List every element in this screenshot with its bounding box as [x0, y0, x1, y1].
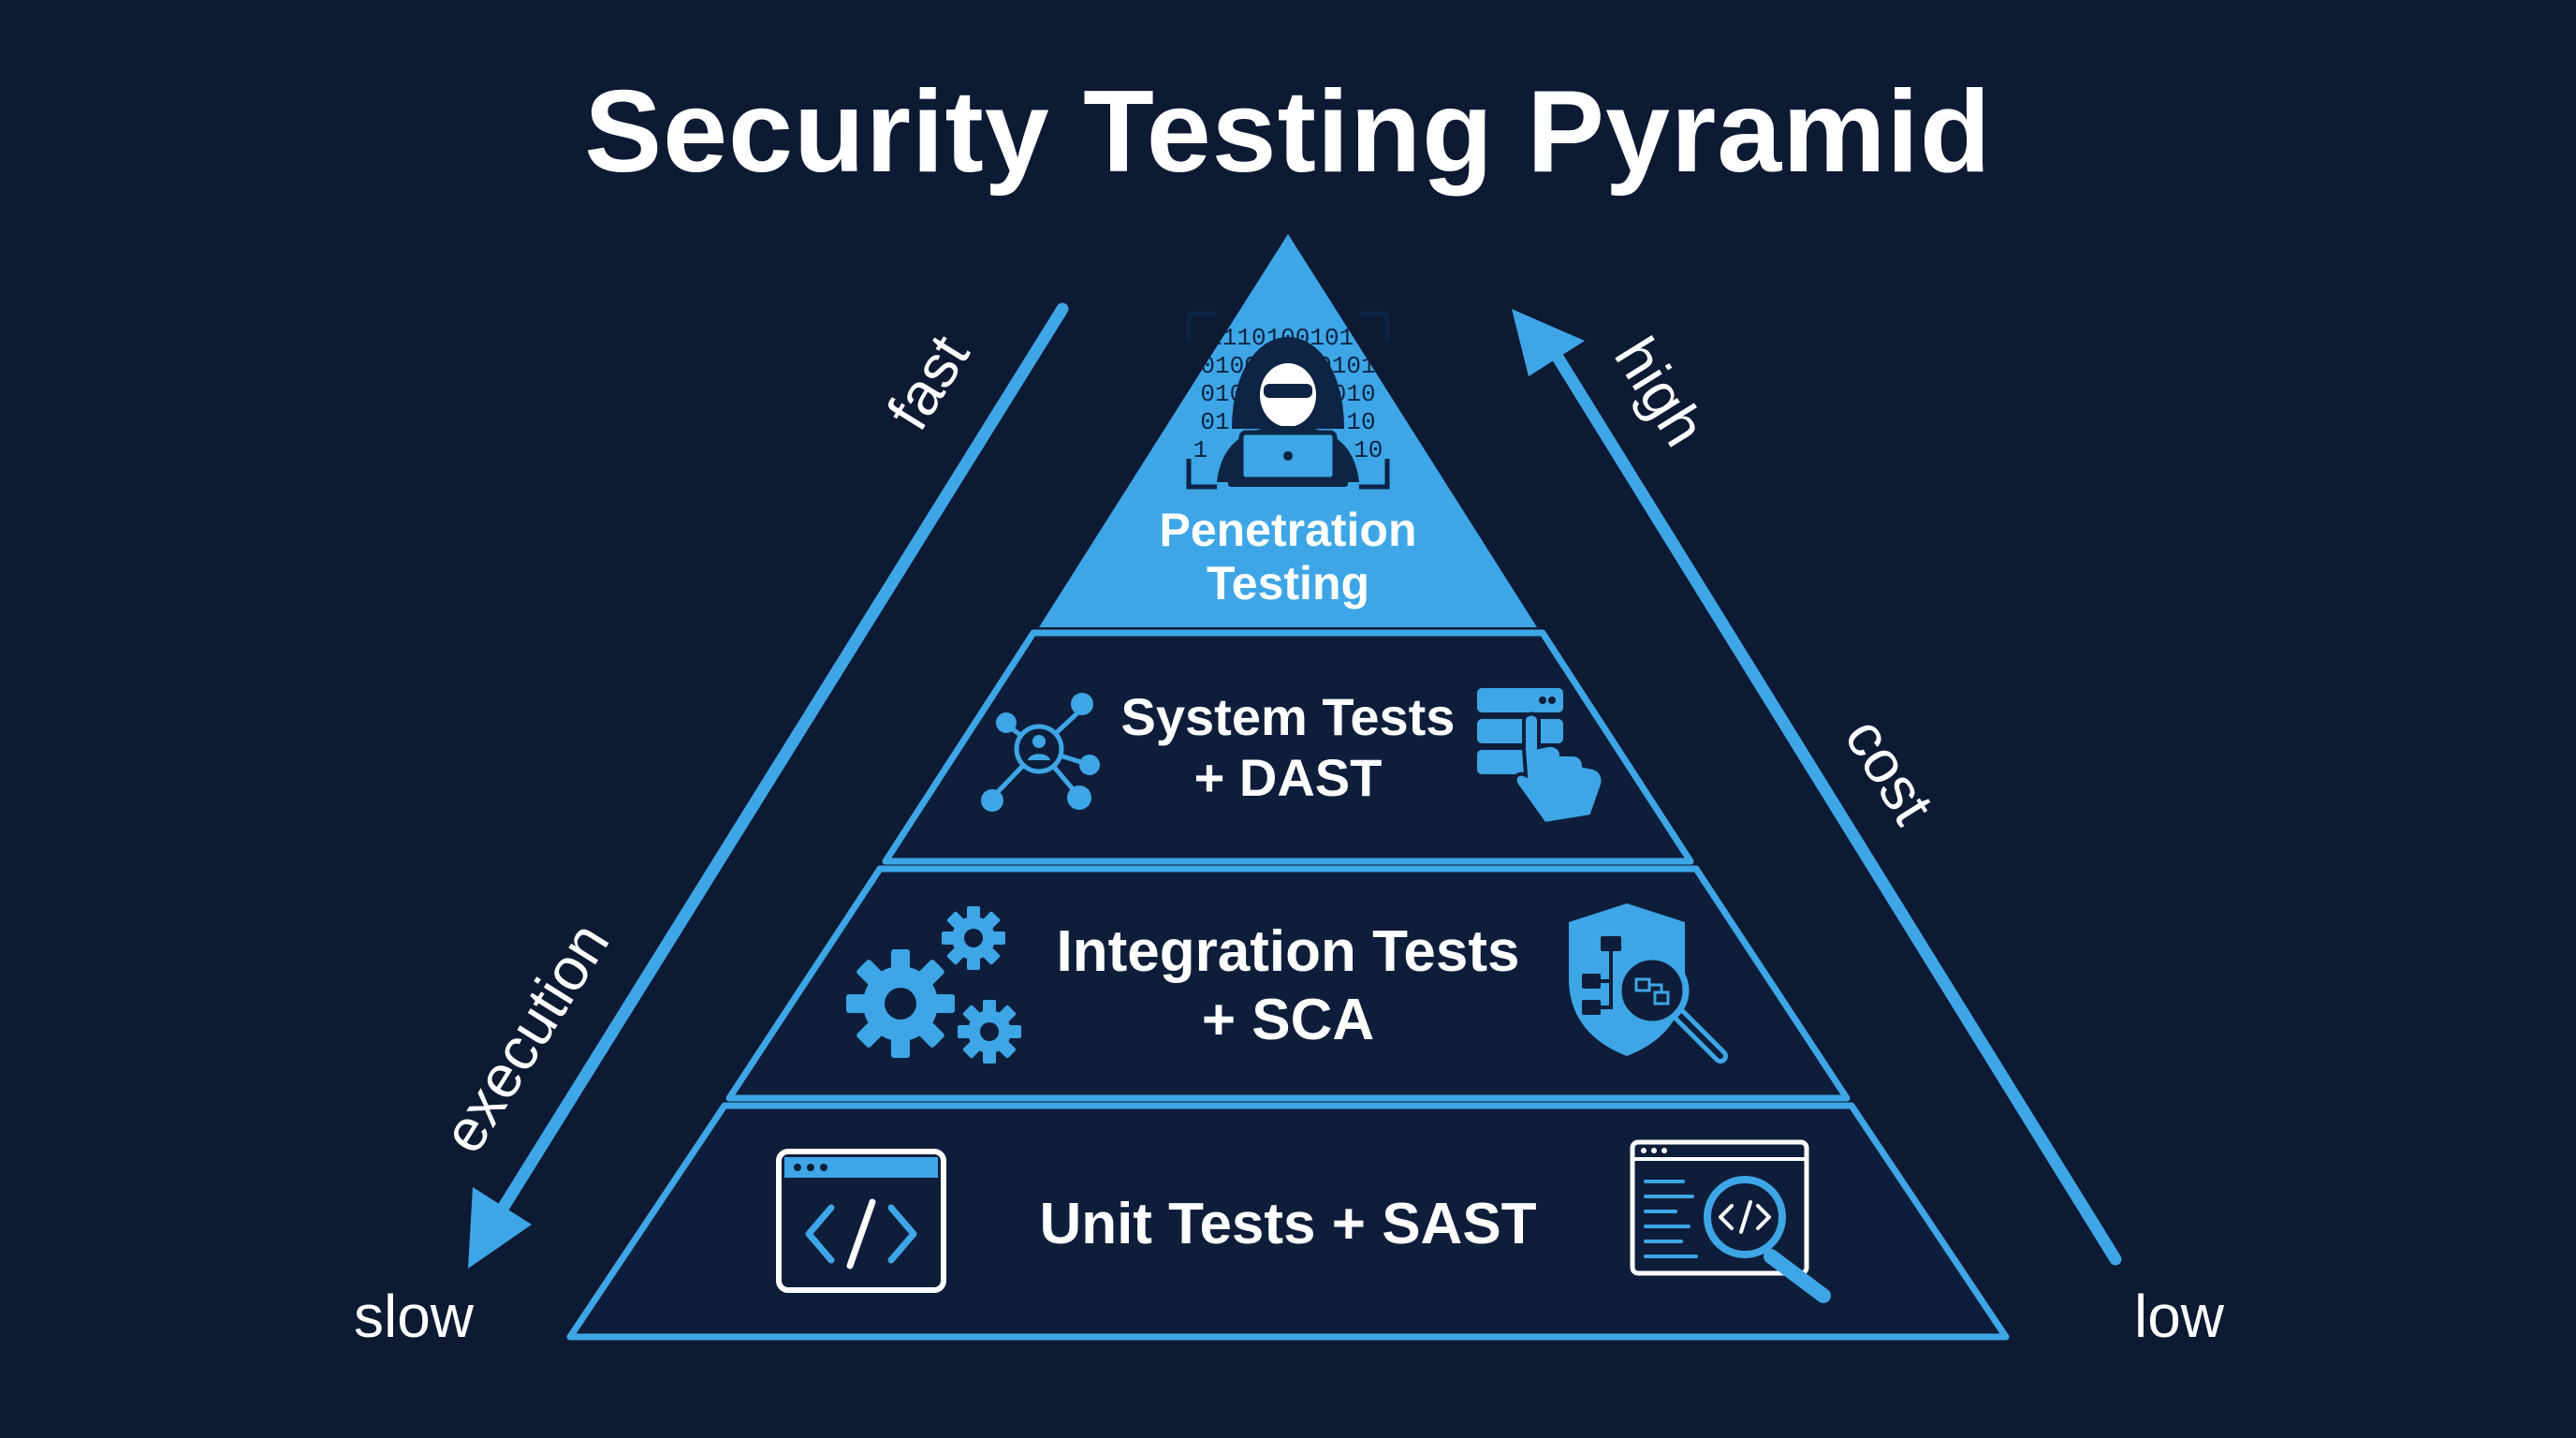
right-axis-end-label: low: [2134, 1283, 2225, 1350]
tier-integration-tests-sca: Integration Tests + SCA: [725, 865, 1851, 1102]
right-axis-middle-label: cost: [1832, 706, 1947, 835]
tier-system-label-line1: System Tests: [1121, 687, 1456, 746]
code-window-icon: [776, 1149, 946, 1293]
gears-icon: [846, 906, 1021, 1064]
left-axis-middle-label: execution: [429, 911, 622, 1164]
tier-unit-tests-sast: Unit Tests + SAST: [566, 1102, 2010, 1341]
tier-penetration-testing: 11101001010 0100 0101 010 010 01 10 1 10: [1039, 234, 1537, 627]
left-axis-start-label: fast: [873, 323, 982, 441]
tier-unit-label: Unit Tests + SAST: [1039, 1192, 1536, 1256]
network-user-icon: [981, 693, 1100, 812]
hacker-laptop-icon: [1217, 337, 1359, 487]
left-axis-end-label: slow: [354, 1283, 475, 1350]
shield-magnifier-icon: [1569, 903, 1728, 1064]
right-axis-start-label: high: [1602, 326, 1719, 458]
tier-integration-label-line2: + SCA: [1202, 988, 1374, 1052]
server-click-icon: [1477, 688, 1605, 827]
tier-integration-label-line1: Integration Tests: [1057, 919, 1520, 984]
scan-frame-icon: [1186, 311, 1390, 490]
cost-arrowhead: [1512, 309, 1585, 376]
tier-penetration-label-line1: Penetration: [1159, 504, 1416, 556]
execution-arrowhead: [468, 1187, 532, 1269]
tier-system-tests-dast: System Tests + DAST: [882, 629, 1694, 865]
code-inspect-icon: [1630, 1139, 1831, 1303]
tier-system-label-line2: + DAST: [1194, 748, 1383, 807]
tier-penetration-label-line2: Testing: [1207, 557, 1369, 609]
diagram-title: Security Testing Pyramid: [584, 67, 1992, 197]
